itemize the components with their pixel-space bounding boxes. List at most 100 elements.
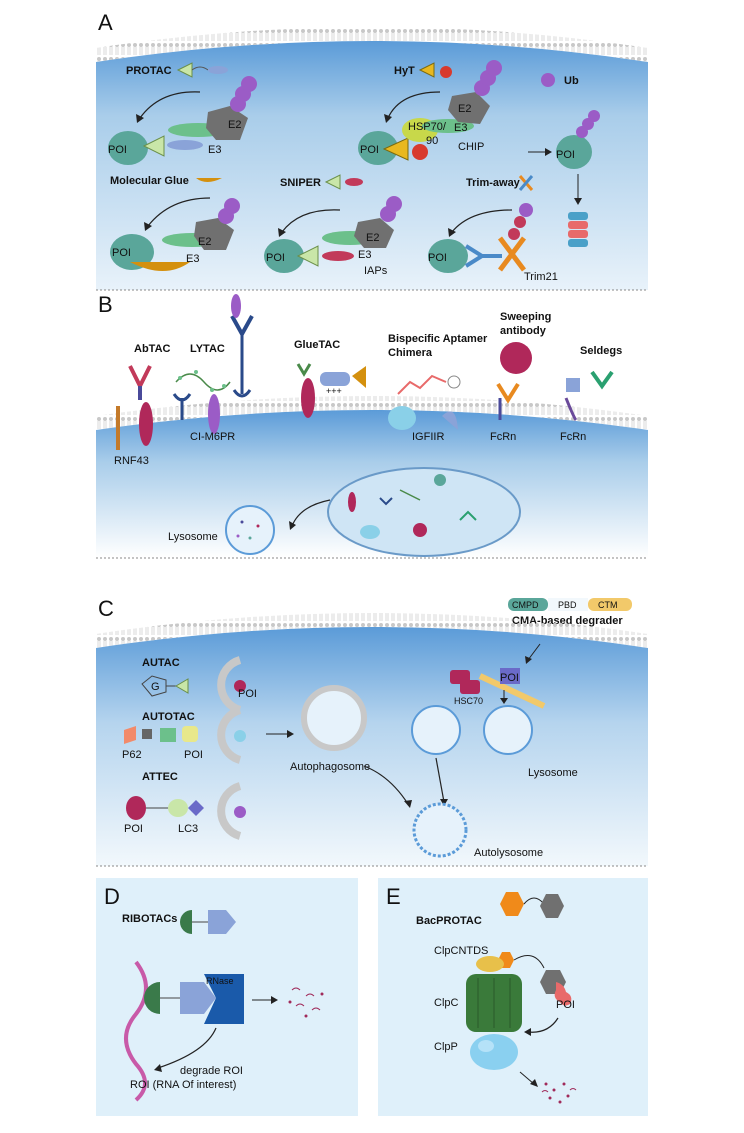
e2-enzyme-icon xyxy=(354,218,394,248)
label-rnf43: RNF43 xyxy=(114,455,149,467)
poi-label: POI xyxy=(266,252,285,264)
lysosome-icon xyxy=(225,505,275,555)
poi-icon xyxy=(554,982,572,1006)
e3-label: E3 xyxy=(454,122,467,134)
attec-ligand-icon xyxy=(168,799,188,817)
label-lysosome: Lysosome xyxy=(528,767,578,779)
bacprotac-clpc-binder-icon xyxy=(500,892,524,916)
antigen-icon xyxy=(500,342,532,374)
sniper-iap-ligand-icon xyxy=(345,178,363,186)
label-lytac: LYTAC xyxy=(190,343,225,355)
protac-linker xyxy=(191,66,209,71)
proteasome-icon xyxy=(568,212,588,247)
ub-icon xyxy=(224,198,240,214)
panel-a: A PROTAC POI E2 E3 HyT Ub POI E2 E3 HSP7… xyxy=(96,10,648,291)
autac-complex-icon xyxy=(234,680,246,692)
label-attec: ATTEC xyxy=(142,771,178,783)
autolysosome-icon xyxy=(412,802,468,858)
label-bacprotac: BacPROTAC xyxy=(416,915,482,927)
panel-e-letter: E xyxy=(386,884,401,909)
ub-icon xyxy=(508,228,520,240)
cell-membrane xyxy=(96,396,648,430)
poi-label: POI xyxy=(556,149,575,161)
sniper-ligand-icon xyxy=(324,174,341,190)
endosome-icon xyxy=(327,467,521,557)
label-trim-away: Trim-away xyxy=(466,177,521,189)
label-clpp: ClpP xyxy=(434,1041,458,1053)
chip-label: CHIP xyxy=(458,141,484,153)
rna-fragments-icon xyxy=(288,987,324,1018)
label-sweeping-2: antibody xyxy=(500,325,547,337)
attec-complex-icon xyxy=(234,806,246,818)
label-ribotacs: RIBOTACs xyxy=(122,913,177,925)
e3-label: E3 xyxy=(358,249,371,261)
lytac-conjugate-icon xyxy=(175,370,231,392)
rna-binder-icon xyxy=(144,982,160,1014)
ub-icon xyxy=(588,110,600,122)
trim21-icon xyxy=(498,236,526,272)
arrow-head xyxy=(271,996,278,1004)
label-poi: POI xyxy=(556,999,575,1011)
gluetac-ligand-icon xyxy=(352,366,366,388)
panel-c-letter: C xyxy=(98,596,114,621)
label-molecular-glue: Molecular Glue xyxy=(110,175,189,187)
e2-enzyme-icon xyxy=(448,92,490,124)
arrow-head xyxy=(525,656,532,664)
e2-label: E2 xyxy=(458,103,471,115)
phagophore-icon xyxy=(217,706,242,764)
trim21-label: Trim21 xyxy=(524,271,558,283)
target-protein-icon xyxy=(139,402,153,446)
label-bispecific-2: Chimera xyxy=(388,347,433,359)
label-hyt: HyT xyxy=(394,65,415,77)
label-bispecific-1: Bispecific Aptamer xyxy=(388,333,488,345)
label-rnase: RNase xyxy=(206,976,234,986)
poi-label: POI xyxy=(112,247,131,259)
gluetac-peptide-icon xyxy=(320,372,350,386)
abtac-antibody-icon xyxy=(128,365,152,400)
label-fcrn-1: FcRn xyxy=(490,431,516,443)
arrow-head xyxy=(530,1079,538,1087)
autac-poi-label: POI xyxy=(238,688,257,700)
arrow-head xyxy=(289,521,296,530)
arrow xyxy=(527,1017,559,1033)
arrow-head xyxy=(440,799,448,806)
gluetac-charge: +++ xyxy=(326,386,342,396)
poi-protein-icon xyxy=(264,239,304,273)
rnase-recruiter-icon xyxy=(180,982,216,1014)
igfiir-receptor-icon xyxy=(388,406,416,430)
e2-label: E2 xyxy=(198,236,211,248)
attec-poi-icon xyxy=(126,796,146,820)
ligand-icon xyxy=(142,135,165,157)
poi-label: POI xyxy=(428,252,447,264)
poi-protein-icon xyxy=(110,234,154,270)
lysosome-contents xyxy=(236,520,260,540)
hsc70-icon xyxy=(450,670,480,694)
autotac-ligand-icon xyxy=(160,728,176,742)
ub-icon xyxy=(241,76,257,92)
arrow xyxy=(387,91,441,119)
arrow-head xyxy=(574,198,582,205)
ub-icon xyxy=(514,216,526,228)
label-roi: ROI (RNA Of interest) xyxy=(130,1079,236,1091)
arrow xyxy=(519,1071,535,1085)
cell-membrane xyxy=(96,613,648,648)
arrow-head xyxy=(500,698,508,704)
arrow xyxy=(147,197,211,227)
poi-label: POI xyxy=(108,144,127,156)
arrow xyxy=(281,209,341,233)
hyt-tag-icon xyxy=(440,66,452,78)
lc3-icon xyxy=(188,800,204,816)
arrow xyxy=(139,91,201,119)
lytac-antibody-icon xyxy=(230,294,254,339)
hsp90-label: 90 xyxy=(426,135,438,147)
arrow-head xyxy=(287,730,294,738)
panel-b: B AbTAC RNF43 LYTAC CI-M6PR GlueTAC +++ … xyxy=(96,292,648,559)
arrow xyxy=(435,757,445,803)
arrow xyxy=(363,765,409,805)
ub-icon xyxy=(386,196,402,212)
poi-label: POI xyxy=(360,144,379,156)
seldeg-antigen-icon xyxy=(566,378,580,392)
label-lysosome: Lysosome xyxy=(168,531,218,543)
label-sniper: SNIPER xyxy=(280,177,321,189)
hyt-ligand-icon xyxy=(418,62,435,78)
